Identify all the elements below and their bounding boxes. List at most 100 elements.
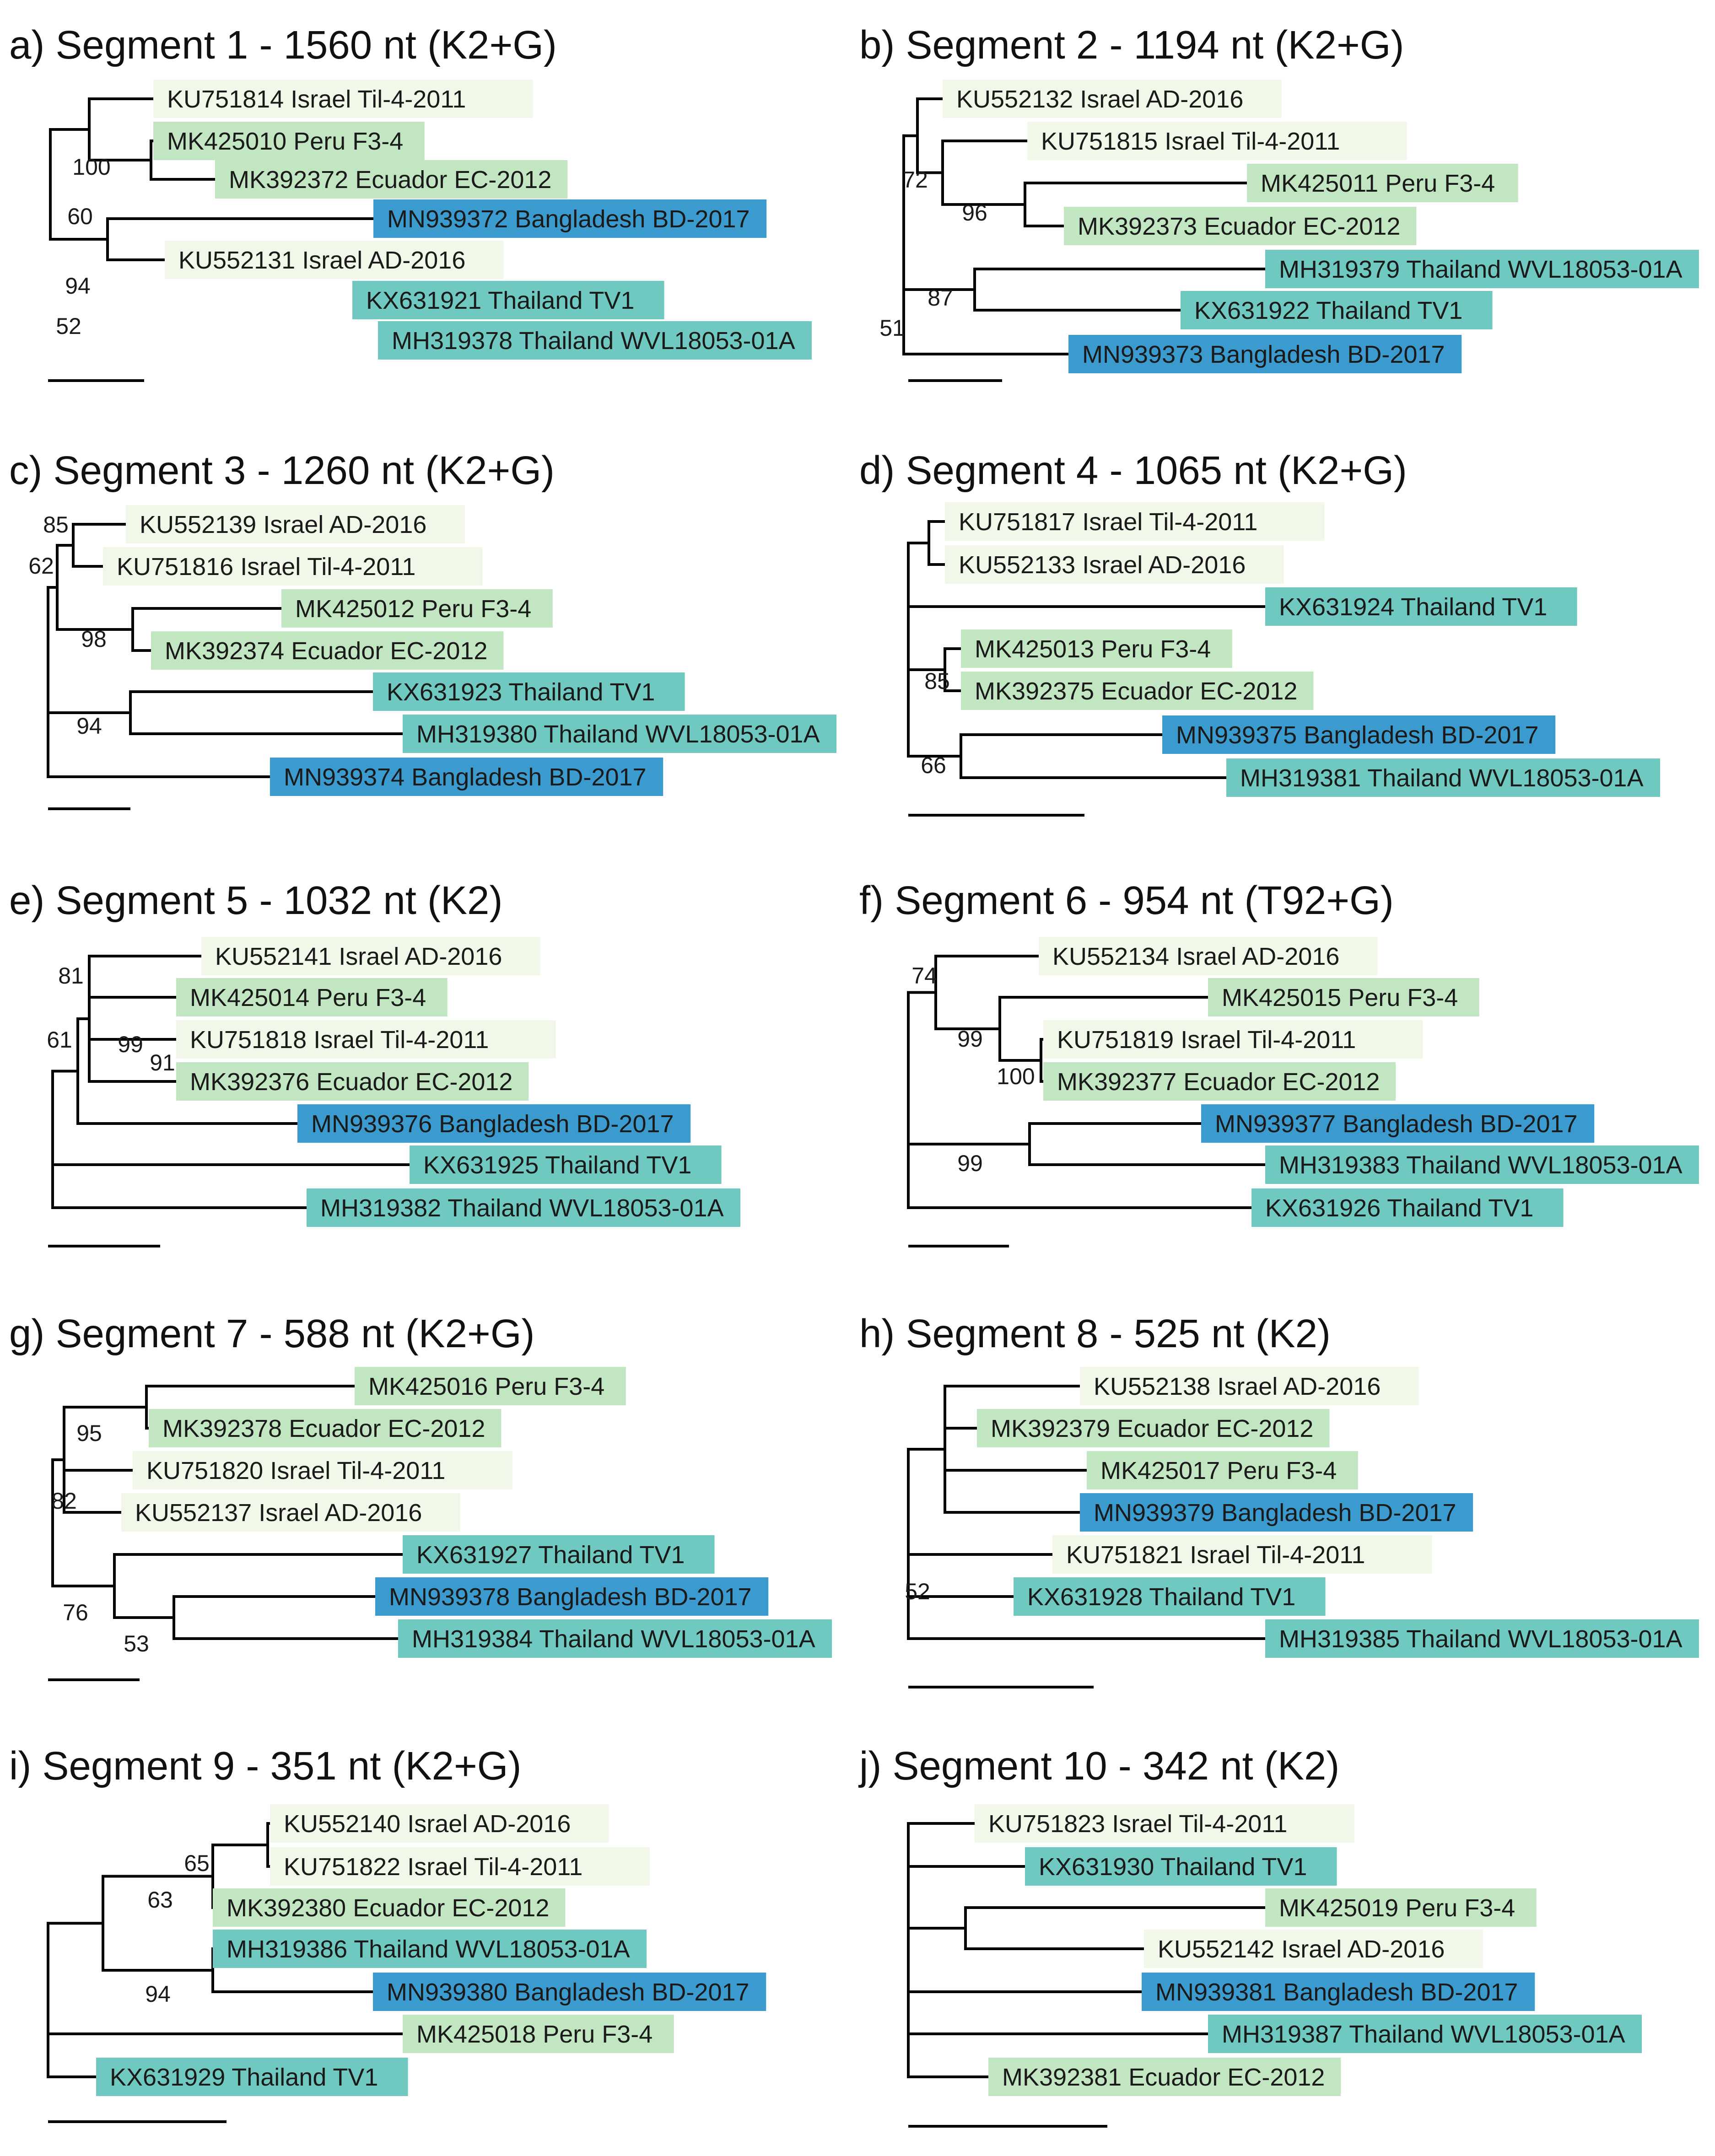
- tree-branches: [51, 955, 411, 1209]
- tip-label: MK392380 Ecuador EC-2012: [227, 1894, 549, 1922]
- tip-highlight: [1144, 1930, 1483, 1968]
- tip-label: KX631921 Thailand TV1: [366, 287, 634, 314]
- bootstrap-value: 51: [879, 315, 905, 341]
- bootstrap-value: 95: [76, 1420, 102, 1446]
- tip-highlight: [151, 631, 504, 670]
- tip-highlight: [149, 1409, 502, 1447]
- panel-title: f) Segment 6 - 954 nt (T92+G): [859, 878, 1394, 923]
- tip-highlight: [1043, 1020, 1423, 1059]
- tree-branches: [907, 1822, 1267, 2078]
- tip-highlight: [945, 502, 1325, 541]
- tip-label: MN939372 Bangladesh BD-2017: [387, 205, 750, 233]
- bootstrap-value: 100: [997, 1064, 1035, 1089]
- bootstrap-value: 100: [72, 154, 110, 180]
- tip-label: MK392376 Ecuador EC-2012: [190, 1068, 512, 1096]
- tree-branches: [47, 1822, 404, 2078]
- tree-panel: a) Segment 1 - 1560 nt (K2+G)KU751814 Is…: [9, 23, 812, 382]
- tip-label: MN939376 Bangladesh BD-2017: [311, 1110, 674, 1138]
- bootstrap-value: 72: [902, 167, 928, 193]
- bootstrap-value: 85: [924, 668, 950, 694]
- tip-label: KU552139 Israel AD-2016: [140, 511, 426, 538]
- tip-label: KU552132 Israel AD-2016: [956, 86, 1243, 113]
- tip-label: KU751822 Israel Til-4-2011: [284, 1853, 582, 1881]
- tip-label: MK425013 Peru F3-4: [975, 635, 1211, 663]
- tip-label: KX631923 Thailand TV1: [387, 678, 655, 706]
- tip-highlight: [945, 545, 1284, 584]
- panel-title: e) Segment 5 - 1032 nt (K2): [9, 878, 502, 923]
- tip-label: MH319379 Thailand WVL18053-01A: [1279, 256, 1683, 283]
- tip-highlight: [270, 758, 663, 796]
- tree-panel: j) Segment 10 - 342 nt (K2)KU751823 Isra…: [858, 1744, 1642, 2128]
- tip-highlight: [1251, 1188, 1564, 1227]
- tip-label: MH319384 Thailand WVL18053-01A: [412, 1625, 815, 1653]
- tip-highlight: [378, 321, 812, 360]
- tip-highlight: [1068, 335, 1462, 373]
- bootstrap-value: 94: [65, 273, 91, 299]
- tree-panel: f) Segment 6 - 954 nt (T92+G)KU552134 Is…: [859, 878, 1699, 1247]
- tip-label: MH319387 Thailand WVL18053-01A: [1222, 2021, 1625, 2048]
- bootstrap-value: 66: [921, 753, 946, 778]
- tip-label: KX631926 Thailand TV1: [1265, 1194, 1533, 1222]
- tip-highlight: [1087, 1451, 1358, 1489]
- tip-label: KU751823 Israel Til-4-2011: [988, 1810, 1287, 1838]
- tip-label: MK392377 Ecuador EC-2012: [1057, 1068, 1380, 1096]
- tip-label: MN939379 Bangladesh BD-2017: [1094, 1499, 1456, 1527]
- tip-label: MK425018 Peru F3-4: [416, 2021, 653, 2048]
- bootstrap-value: 65: [184, 1850, 210, 1876]
- tip-highlight: [176, 978, 448, 1016]
- tip-highlight: [213, 1930, 647, 1968]
- tip-highlight: [352, 281, 664, 319]
- tip-label: KU552138 Israel AD-2016: [1094, 1373, 1381, 1400]
- tip-label: KX631925 Thailand TV1: [423, 1151, 691, 1179]
- tip-label: MK425014 Peru F3-4: [190, 984, 426, 1011]
- bootstrap-value: 94: [145, 1981, 171, 2007]
- tip-highlight: [975, 1804, 1354, 1843]
- tip-label: KX631922 Thailand TV1: [1194, 297, 1462, 324]
- tip-highlight: [153, 122, 425, 160]
- tip-label: MK392378 Ecuador EC-2012: [162, 1415, 485, 1442]
- tip-highlight: [213, 1888, 566, 1927]
- tip-label: KU552137 Israel AD-2016: [135, 1499, 422, 1527]
- tip-label: KU751817 Israel Til-4-2011: [959, 508, 1257, 536]
- bootstrap-value: 99: [118, 1032, 143, 1057]
- tip-highlight: [1247, 164, 1518, 202]
- tip-highlight: [270, 1847, 650, 1886]
- panel-title: d) Segment 4 - 1065 nt (K2+G): [859, 448, 1407, 493]
- tip-highlight: [1208, 978, 1479, 1016]
- bootstrap-value: 62: [28, 553, 54, 579]
- tip-label: MK425015 Peru F3-4: [1222, 984, 1458, 1011]
- bootstrap-value: 74: [911, 963, 937, 989]
- tip-label: MH319381 Thailand WVL18053-01A: [1240, 764, 1644, 792]
- tip-label: KX631929 Thailand TV1: [110, 2064, 378, 2091]
- tip-highlight: [121, 1493, 460, 1532]
- tip-highlight: [1265, 1145, 1699, 1184]
- tip-highlight: [1208, 2015, 1642, 2053]
- tip-highlight: [1181, 291, 1493, 329]
- tree-panel: d) Segment 4 - 1065 nt (K2+G) KU751817 Is…: [859, 448, 1660, 817]
- panel-title: g) Segment 7 - 588 nt (K2+G): [9, 1312, 535, 1356]
- tip-highlight: [96, 2058, 408, 2096]
- tip-label: MK392373 Ecuador EC-2012: [1078, 213, 1400, 240]
- tip-label: MK425016 Peru F3-4: [368, 1373, 604, 1400]
- tip-highlight: [165, 241, 504, 279]
- tip-label: KU552131 Israel AD-2016: [178, 247, 465, 274]
- panel-title: i) Segment 9 - 351 nt (K2+G): [9, 1744, 521, 1788]
- tip-label: MK392375 Ecuador EC-2012: [975, 677, 1297, 705]
- panel-title: a) Segment 1 - 1560 nt (K2+G): [9, 23, 557, 67]
- tip-label: MN939375 Bangladesh BD-2017: [1176, 721, 1539, 749]
- tip-highlight: [977, 1409, 1330, 1447]
- panel-title: c) Segment 3 - 1260 nt (K2+G): [9, 448, 555, 493]
- tree-panel: g) Segment 7 - 588 nt (K2+G) MK425016 Per…: [9, 1312, 832, 1681]
- tip-label: MN939377 Bangladesh BD-2017: [1215, 1110, 1578, 1138]
- tip-label: MH319378 Thailand WVL18053-01A: [392, 327, 795, 355]
- tip-label: KU751820 Israel Til-4-2011: [146, 1457, 445, 1484]
- tip-highlight: [270, 1804, 609, 1843]
- tip-label: MN939378 Bangladesh BD-2017: [389, 1583, 752, 1611]
